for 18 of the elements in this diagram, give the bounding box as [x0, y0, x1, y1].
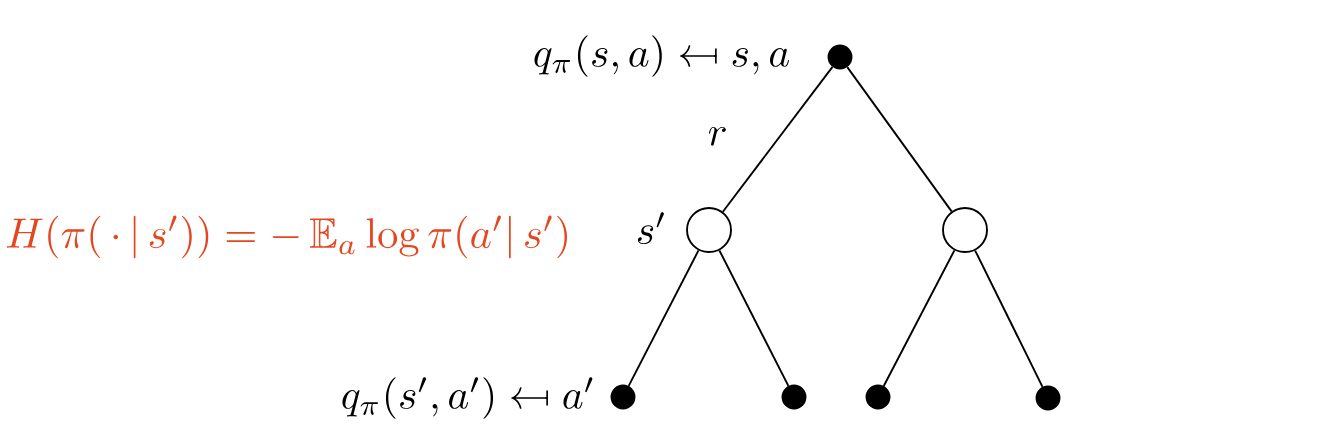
entropy-formula: $H(\pi(\,\cdot\,|\,s')) = -\,\mathbb{E}_a \log \pi(a'|\,s')$ [6, 215, 567, 259]
value-formula: $q_\pi(s', a') \mapsfrom a'$ [342, 377, 593, 419]
state-circle [942, 207, 988, 253]
edge-line [974, 249, 1044, 388]
edge-line [846, 66, 953, 213]
edge-line [882, 249, 956, 387]
state-circle [686, 207, 732, 253]
state-label: $s'$ [637, 212, 664, 245]
value-formula: $q_\pi(s, a) \mapsfrom s, a$ [534, 35, 789, 77]
edge-line [718, 249, 790, 387]
edge-line [721, 66, 834, 213]
action-dot [865, 384, 891, 410]
edge-line [627, 249, 700, 387]
action-dot [781, 384, 807, 410]
edge-label: $r$ [706, 126, 729, 147]
action-dot [1035, 385, 1061, 411]
action-dot [610, 384, 636, 410]
action-dot [827, 44, 853, 70]
